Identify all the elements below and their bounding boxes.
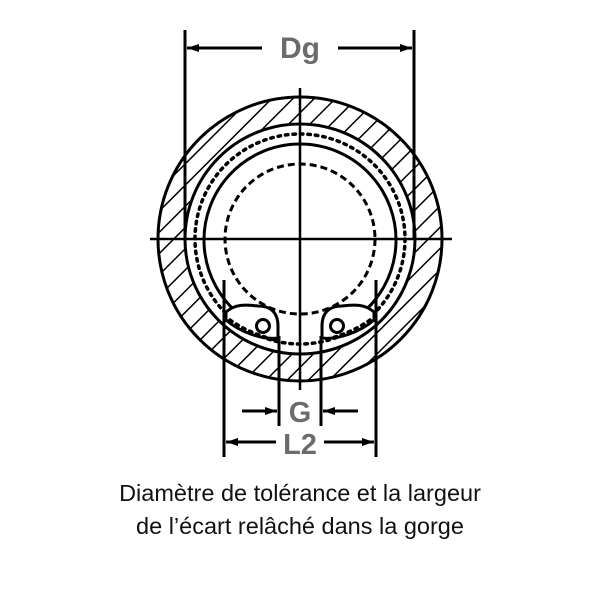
g-label: G	[289, 397, 312, 429]
l2-label: L2	[283, 429, 317, 461]
caption-line-2: de l’écart relâché dans la gorge	[136, 513, 464, 539]
caption: Diamètre de tolérance et la largeur de l…	[0, 477, 600, 543]
lug-hole-left-icon	[255, 318, 271, 334]
lug-hole-right-icon	[329, 318, 345, 334]
lug-dotted-right	[322, 318, 372, 342]
lug-dotted-left	[228, 318, 278, 342]
dg-label: Dg	[280, 32, 320, 65]
caption-line-1: Diamètre de tolérance et la largeur	[119, 480, 481, 506]
